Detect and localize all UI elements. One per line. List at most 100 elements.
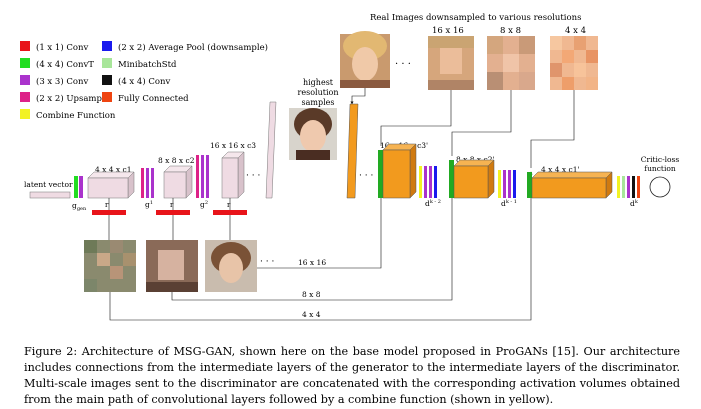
disc-fc <box>637 176 640 198</box>
gen-volume-8x8 <box>163 165 193 199</box>
connection-label-8x8: 8 x 8 <box>302 290 321 299</box>
real-images-ellipsis: · · · <box>395 59 411 70</box>
connection-label-4x4: 4 x 4 <box>302 310 321 319</box>
real-image-4x4 <box>550 36 598 90</box>
real-images-title: Real Images downsampled to various resol… <box>370 13 581 23</box>
legend-label-combine: Combine Function <box>36 111 116 121</box>
legend-label-4x4-conv: (4 x 4) Conv <box>118 76 170 87</box>
disc-conv3-8a <box>503 170 506 198</box>
real-connection-8x8 <box>451 90 512 156</box>
legend-label-upsample: (2 x 2) Upsample <box>36 93 110 104</box>
disc-combine-16x16 <box>419 166 422 198</box>
up-1 <box>141 168 144 198</box>
legend-label-3x3-conv: (3 x 3) Conv <box>36 76 88 87</box>
real-image-16x16 <box>428 36 474 90</box>
dk-label: dk <box>630 199 639 208</box>
legend-swatch-fc <box>102 92 112 102</box>
gen-volume-4x4 <box>87 171 135 199</box>
connection-8x8 <box>171 161 454 301</box>
highest-res-label-2: resolution <box>298 88 339 97</box>
connection-16x16 <box>257 151 383 269</box>
dk1-label: dk - 1 <box>501 199 517 208</box>
generated-image-16x16 <box>205 240 257 292</box>
disc-ellipsis: · · · <box>359 171 373 181</box>
r-label-16x16: r <box>227 201 231 209</box>
gen-volume-16x16 <box>221 151 245 199</box>
to-rgb-16x16 <box>213 210 247 215</box>
g2-label: g2 <box>200 200 208 209</box>
critic-label-2: function <box>644 164 676 173</box>
real-res-label-8: 8 x 8 <box>500 26 521 36</box>
legend-swatch-minibatchstd <box>102 58 112 68</box>
real-image-full-res <box>340 31 390 88</box>
critic-label-1: Critic-loss <box>641 155 680 164</box>
legend-swatch-1x1-conv <box>20 41 30 51</box>
up-2 <box>196 155 199 198</box>
generated-image-4x4 <box>84 240 136 292</box>
r-label-8x8: r <box>170 201 174 209</box>
gen-samples-ellipsis: · · · <box>260 257 274 267</box>
to-rgb-4x4 <box>92 210 126 215</box>
generated-image-highest-res <box>289 108 337 160</box>
conv3-1b <box>151 168 154 198</box>
disc-conv3-4 <box>627 176 630 198</box>
critic-loss-node <box>649 176 671 198</box>
gen-ellipsis: · · · <box>246 171 260 181</box>
real-res-label-16: 16 x 16 <box>432 26 464 36</box>
connection-4x4 <box>109 171 533 321</box>
msg-gan-architecture-diagram: (1 x 1) Conv (2 x 2) Average Pool (downs… <box>20 13 680 321</box>
g-gen-label: ggen <box>72 201 87 212</box>
g1-label: g1 <box>145 200 153 209</box>
gen-label-4x4: 4 x 4 x c1 <box>95 165 132 174</box>
gen-volume-highest <box>265 101 277 199</box>
real-res-label-4: 4 x 4 <box>565 26 586 36</box>
legend-label-avgpool: (2 x 2) Average Pool (downsample) <box>118 42 268 53</box>
real-image-8x8 <box>487 36 535 90</box>
g-gen-conv3 <box>79 176 83 198</box>
disc-volume-8x8 <box>449 159 495 199</box>
disc-conv4-4 <box>632 176 635 198</box>
connection-label-16x16: 16 x 16 <box>298 258 326 267</box>
latent-vector <box>29 191 71 199</box>
legend: (1 x 1) Conv (2 x 2) Average Pool (downs… <box>20 41 268 121</box>
r-label-4x4: r <box>105 201 109 209</box>
disc-label-4x4: 4 x 4 x c1' <box>541 165 580 174</box>
legend-swatch-convt <box>20 58 30 68</box>
disc-volume-4x4 <box>527 171 613 199</box>
disc-combine-4x4 <box>617 176 620 198</box>
legend-label-fc: Fully Connected <box>118 94 189 104</box>
disc-minibatchstd <box>622 176 625 198</box>
disc-combine-8x8 <box>498 170 501 198</box>
real-connection-4x4 <box>530 90 575 168</box>
disc-label-8x8: 8 x 8 x c2' <box>456 155 495 164</box>
real-connection-16x16 <box>380 90 452 146</box>
dk2-label: dk - 2 <box>425 199 441 208</box>
disc-conv3-16b <box>429 166 432 198</box>
highest-res-label-3: samples <box>302 98 335 107</box>
disc-volume-highest <box>346 103 359 199</box>
legend-label-1x1-conv: (1 x 1) Conv <box>36 42 88 53</box>
highest-res-label-1: highest <box>303 78 334 87</box>
gen-label-8x8: 8 x 8 x c2 <box>158 156 195 165</box>
disc-pool-8 <box>513 170 516 198</box>
disc-volume-16x16 <box>378 143 417 199</box>
disc-conv3-16a <box>424 166 427 198</box>
conv3-2b <box>206 155 209 198</box>
legend-swatch-combine <box>20 109 30 119</box>
generated-image-8x8 <box>146 240 198 292</box>
legend-swatch-upsample <box>20 92 30 102</box>
legend-swatch-4x4-conv <box>102 75 112 85</box>
disc-pool-16 <box>434 166 437 198</box>
legend-swatch-avgpool <box>102 41 112 51</box>
real-connection-full <box>350 88 366 105</box>
latent-vector-label: latent vector <box>24 180 73 189</box>
figure-caption: Figure 2: Architecture of MSG-GAN, shown… <box>24 345 680 406</box>
g-gen-convt <box>74 176 78 198</box>
to-rgb-8x8 <box>156 210 190 215</box>
legend-label-convt: (4 x 4) ConvT <box>36 59 94 70</box>
legend-swatch-3x3-conv <box>20 75 30 85</box>
conv3-2a <box>201 155 204 198</box>
gen-label-16x16: 16 x 16 x c3 <box>210 141 256 150</box>
conv3-1a <box>146 168 149 198</box>
legend-label-minibatchstd: MinibatchStd <box>118 60 177 70</box>
